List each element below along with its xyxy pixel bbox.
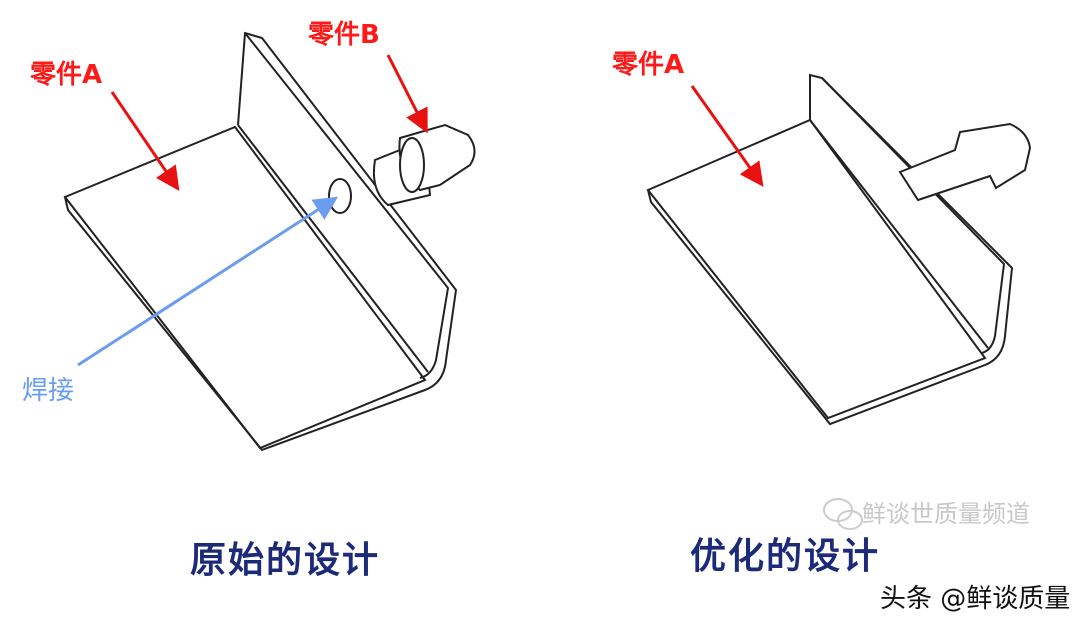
label-part-a-optimized: 零件A (612, 50, 685, 80)
weld-hole (328, 178, 352, 214)
original-part-a (63, 31, 458, 452)
optimized-part-a (646, 73, 1014, 426)
arrow-a-left (110, 91, 180, 191)
arrow-b (386, 54, 428, 134)
label-weld: 焊接 (22, 376, 75, 406)
wechat-icon (823, 498, 863, 530)
integrated-tab (898, 122, 1032, 202)
title-optimized-design: 优化的设计 (690, 536, 881, 577)
part-b-pin (372, 123, 476, 207)
title-original-design: 原始的设计 (190, 540, 381, 581)
label-part-b: 零件B (308, 20, 380, 50)
arrow-weld (77, 196, 339, 367)
watermark-channel: 鲜谈世质量频道 (862, 500, 1030, 528)
watermark-credit: 头条 @鲜谈质量 (880, 584, 1071, 614)
arrow-a-right (690, 85, 764, 187)
label-part-a-original: 零件A (30, 60, 103, 90)
